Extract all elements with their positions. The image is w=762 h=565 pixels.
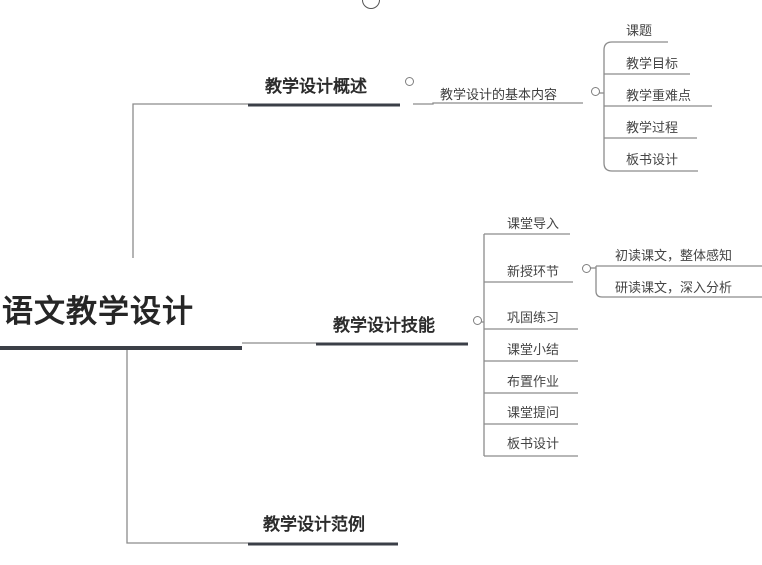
leaf-skills-6[interactable]: 板书设计 — [507, 437, 560, 452]
branch-topic-overview[interactable]: 教学设计概述 — [265, 77, 367, 97]
leaf-overview-4[interactable]: 板书设计 — [626, 153, 679, 168]
leaf-skills-1[interactable]: 新授环节 — [507, 265, 560, 280]
leaf-new-lesson-0[interactable]: 初读课文，整体感知 — [615, 249, 733, 264]
leaf-overview-2[interactable]: 教学重难点 — [626, 89, 692, 104]
connector-leaf-overview-0 — [603, 41, 668, 51]
root-topic[interactable]: 语文教学设计 — [2, 294, 194, 330]
connector-root-examples — [126, 350, 248, 544]
leaf-skills-2[interactable]: 巩固练习 — [507, 311, 560, 326]
skills-toggle-icon[interactable] — [473, 316, 482, 325]
leaf-overview-3[interactable]: 教学过程 — [626, 121, 679, 136]
leaf-skills-4[interactable]: 布置作业 — [507, 375, 560, 390]
leaf-skills-0[interactable]: 课堂导入 — [507, 217, 560, 232]
leaf-overview-1[interactable]: 教学目标 — [626, 57, 679, 72]
branch-topic-skills[interactable]: 教学设计技能 — [333, 316, 435, 336]
connector-root-overview — [132, 103, 248, 258]
connector-overview-basic — [413, 102, 583, 105]
basic-content-toggle-icon[interactable] — [591, 87, 600, 96]
branch-topic-examples[interactable]: 教学设计范例 — [263, 515, 365, 535]
leaf-overview-0[interactable]: 课题 — [626, 24, 653, 39]
connector-new-lesson-1 — [595, 270, 762, 298]
overview-toggle-icon[interactable] — [405, 77, 414, 86]
subtopic-basic-content[interactable]: 教学设计的基本内容 — [440, 88, 558, 103]
new-lesson-toggle-icon[interactable] — [582, 264, 591, 273]
leaf-skills-3[interactable]: 课堂小结 — [507, 343, 560, 358]
leaf-skills-5[interactable]: 课堂提问 — [507, 406, 560, 421]
leaf-new-lesson-1[interactable]: 研读课文，深入分析 — [615, 281, 733, 296]
connector-basic-bracket — [603, 50, 698, 172]
